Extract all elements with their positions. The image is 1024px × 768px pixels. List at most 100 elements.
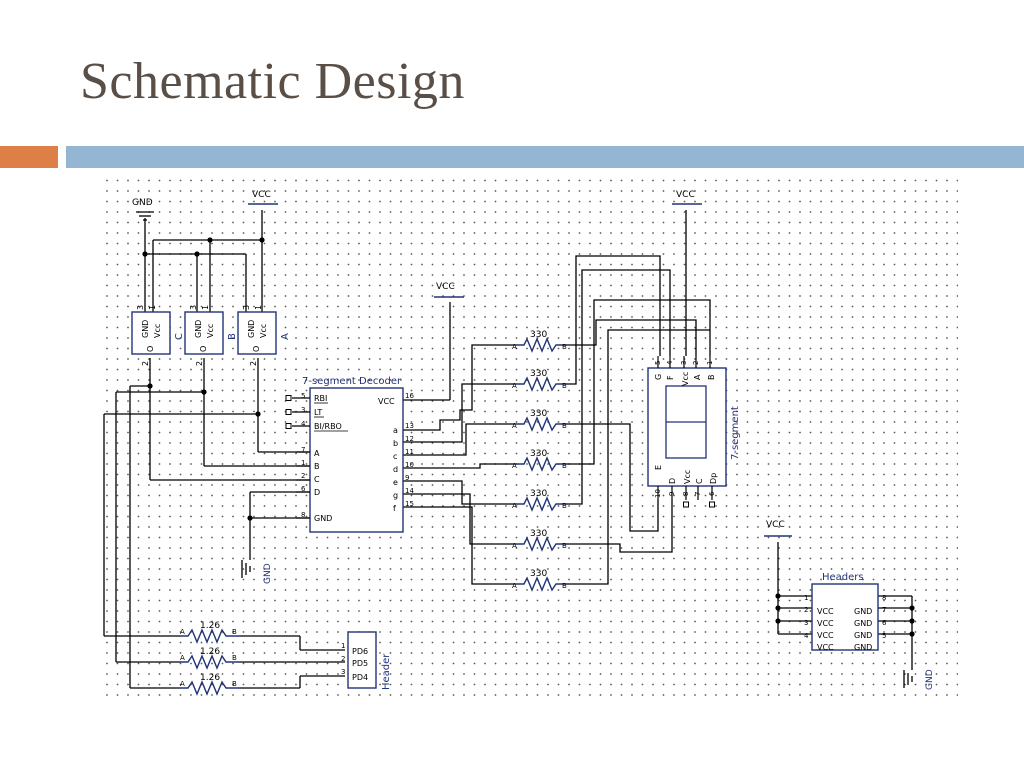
segment-resistors: 330 A B 330 A B 330 A B 330 A B 330 A B bbox=[512, 330, 567, 592]
svg-text:16: 16 bbox=[405, 392, 414, 400]
svg-text:Vcc: Vcc bbox=[153, 324, 162, 338]
svg-text:GND: GND bbox=[194, 320, 203, 338]
svg-text:330: 330 bbox=[530, 369, 547, 379]
headers-block: Headers VCC GND VCC GND VCC GND VCC GND … bbox=[804, 572, 887, 652]
svg-text:4: 4 bbox=[804, 632, 809, 640]
svg-text:2: 2 bbox=[341, 655, 345, 663]
svg-text:1: 1 bbox=[148, 305, 157, 310]
svg-text:4: 4 bbox=[301, 420, 306, 428]
svg-text:A: A bbox=[512, 343, 517, 351]
svg-text:6: 6 bbox=[301, 485, 306, 493]
svg-text:B: B bbox=[314, 462, 320, 471]
svg-text:VCC: VCC bbox=[817, 631, 834, 640]
switch-a: GND Vcc O A 3 1 2 bbox=[237, 305, 291, 366]
svg-text:C: C bbox=[314, 475, 320, 484]
svg-text:330: 330 bbox=[530, 569, 547, 579]
svg-text:PD4: PD4 bbox=[352, 673, 368, 682]
svg-text:A: A bbox=[180, 654, 185, 662]
svg-text:G: G bbox=[654, 374, 663, 380]
svg-text:B: B bbox=[562, 462, 567, 470]
decoder-title: 7-segment Decoder bbox=[302, 376, 402, 387]
svg-text:A: A bbox=[512, 382, 517, 390]
resistor-330-3: 330 A B bbox=[512, 409, 567, 432]
switch-label: B bbox=[227, 333, 238, 340]
title-divider-bar bbox=[66, 146, 1024, 168]
svg-text:1.26: 1.26 bbox=[200, 647, 220, 657]
svg-text:B: B bbox=[562, 582, 567, 590]
svg-text:PD6: PD6 bbox=[352, 647, 368, 656]
svg-text:13: 13 bbox=[405, 422, 414, 430]
svg-text:3: 3 bbox=[242, 305, 251, 310]
port-header: PD6 PD5 PD4 1 2 3 Header bbox=[341, 631, 392, 690]
svg-text:B: B bbox=[562, 502, 567, 510]
svg-text:12: 12 bbox=[405, 435, 414, 443]
svg-text:3: 3 bbox=[301, 406, 305, 414]
svg-text:GND: GND bbox=[925, 669, 935, 690]
svg-text:A: A bbox=[512, 542, 517, 550]
svg-text:A: A bbox=[512, 422, 517, 430]
resistor-330-6: 330 A B bbox=[512, 529, 567, 552]
svg-text:GND: GND bbox=[247, 320, 256, 338]
svg-text:B: B bbox=[562, 422, 567, 430]
svg-text:A: A bbox=[693, 374, 702, 380]
svg-text:7: 7 bbox=[301, 446, 305, 454]
svg-text:2: 2 bbox=[249, 361, 258, 366]
svg-text:1: 1 bbox=[301, 459, 305, 467]
svg-text:Vcc: Vcc bbox=[206, 324, 215, 338]
svg-text:A: A bbox=[180, 628, 185, 636]
svg-text:8: 8 bbox=[882, 594, 886, 602]
svg-text:3: 3 bbox=[136, 305, 145, 310]
svg-text:2: 2 bbox=[141, 361, 150, 366]
svg-text:A: A bbox=[180, 680, 185, 688]
svg-text:B: B bbox=[707, 375, 716, 381]
svg-text:4: 4 bbox=[666, 360, 674, 365]
gnd-symbol-decoder: GND bbox=[241, 560, 273, 584]
svg-text:RBI: RBI bbox=[314, 394, 327, 403]
svg-text:Dp: Dp bbox=[709, 473, 718, 484]
display-label: 7-segment bbox=[730, 406, 741, 460]
svg-text:O: O bbox=[199, 346, 208, 352]
svg-text:15: 15 bbox=[405, 500, 414, 508]
svg-text:5: 5 bbox=[301, 392, 305, 400]
resistor-126-2: 1.26 A B bbox=[180, 647, 240, 670]
gnd-label: GND bbox=[132, 198, 153, 208]
input-resistors: 1.26 A B 1.26 A B 1.26 A B bbox=[180, 621, 240, 696]
svg-text:9: 9 bbox=[405, 474, 409, 482]
svg-text:1.26: 1.26 bbox=[200, 673, 220, 683]
svg-text:3: 3 bbox=[680, 361, 688, 365]
resistor-330-2: 330 A B bbox=[512, 369, 567, 392]
svg-text:VCC: VCC bbox=[766, 520, 785, 530]
resistor-126-1: 1.26 A B bbox=[180, 621, 240, 644]
resistor-330-5: 330 A B bbox=[512, 489, 567, 512]
svg-text:F: F bbox=[666, 375, 675, 380]
svg-text:11: 11 bbox=[405, 448, 414, 456]
switch-b: GND Vcc O B 3 1 2 bbox=[184, 305, 238, 366]
svg-text:1: 1 bbox=[804, 594, 808, 602]
seven-segment-display: G F Vcc A B E D Vcc C Dp 5 4 3 2 1 10 9 … bbox=[647, 356, 741, 500]
svg-text:g: g bbox=[393, 491, 398, 500]
svg-text:5: 5 bbox=[882, 632, 886, 640]
slide-title: Schematic Design bbox=[80, 53, 465, 110]
svg-text:d: d bbox=[393, 465, 398, 474]
svg-text:A: A bbox=[314, 449, 320, 458]
vcc-symbol-headers: VCC bbox=[764, 520, 792, 537]
svg-text:B: B bbox=[562, 542, 567, 550]
svg-text:a: a bbox=[393, 426, 398, 435]
svg-text:1: 1 bbox=[201, 305, 210, 310]
switch-c: GND Vcc O C 3 1 2 bbox=[131, 305, 185, 366]
svg-text:VCC: VCC bbox=[676, 190, 695, 200]
svg-text:1: 1 bbox=[706, 361, 714, 365]
svg-text:GND: GND bbox=[314, 514, 332, 523]
svg-text:5: 5 bbox=[654, 361, 662, 365]
svg-text:Vcc: Vcc bbox=[681, 372, 690, 386]
svg-text:Vcc: Vcc bbox=[683, 470, 692, 484]
switch-label: C bbox=[174, 333, 185, 340]
svg-text:B: B bbox=[232, 654, 237, 662]
svg-text:VCC: VCC bbox=[817, 619, 834, 628]
svg-text:GND: GND bbox=[854, 619, 872, 628]
svg-text:B: B bbox=[232, 628, 237, 636]
svg-text:e: e bbox=[393, 478, 398, 487]
switch-label: A bbox=[280, 333, 291, 340]
svg-text:GND: GND bbox=[854, 643, 872, 652]
wires bbox=[103, 210, 913, 689]
